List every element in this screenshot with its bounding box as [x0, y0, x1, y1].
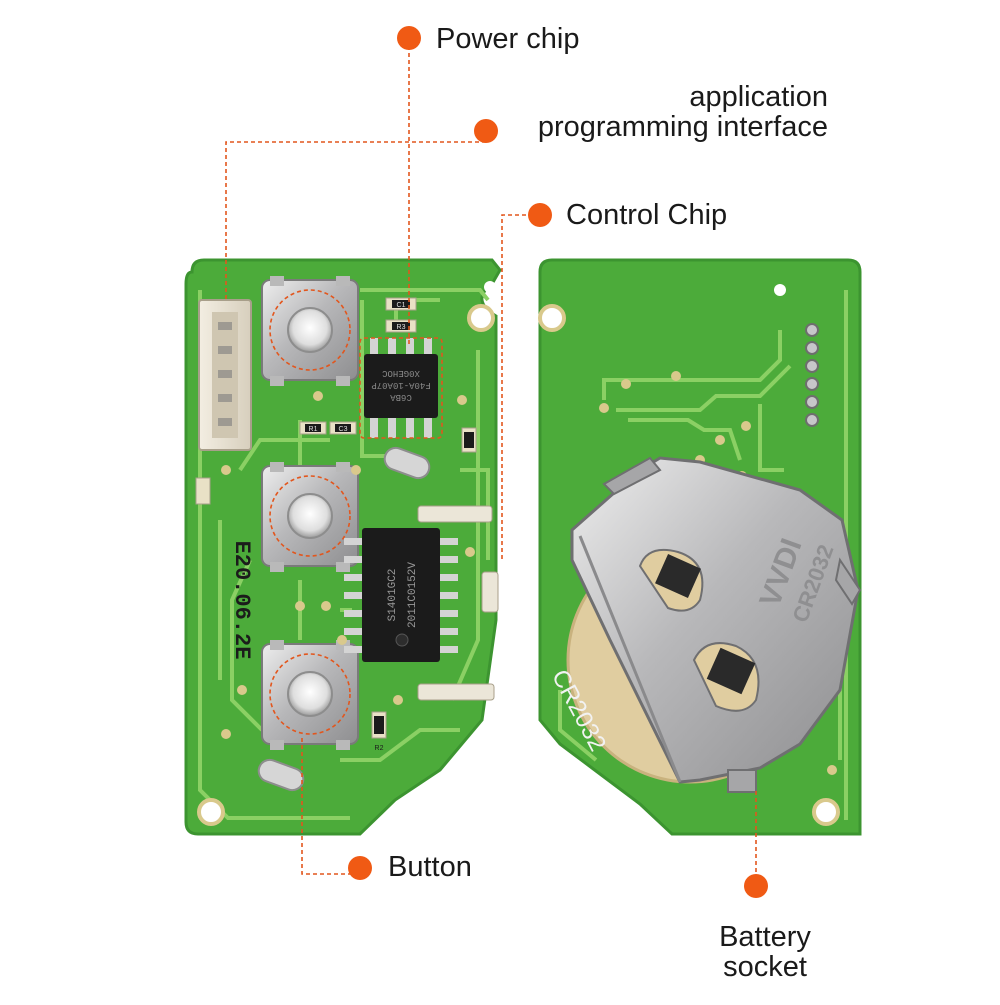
right-pcb-board: CR2032 VVDI CR2032: [538, 258, 862, 836]
tact-button-2: [261, 462, 359, 572]
oval-pad-left-1: [383, 446, 431, 480]
leader-control-chip: [501, 214, 540, 560]
label-api-line2: programming interface: [537, 111, 828, 143]
label-control-chip: Control Chip: [566, 199, 728, 231]
resistor-label-r2: R2: [375, 745, 384, 752]
label-battery-line1: Battery: [719, 921, 811, 953]
programming-connector: [198, 299, 252, 451]
label-power-chip: Power chip: [436, 23, 580, 55]
resistor-label-c3: C3: [339, 426, 348, 433]
right-small-hole: [774, 284, 786, 296]
power-chip-marking-3: X0GEHOC: [382, 368, 420, 378]
control-chip: S1401GC2 2011C0152V: [344, 528, 458, 662]
left-small-hole: [484, 281, 496, 293]
board-date-code: E20.06.2E: [229, 541, 254, 660]
leader-button: [301, 736, 352, 875]
left-vias: [221, 391, 475, 739]
tact-button-3: [261, 640, 359, 750]
label-button: Button: [388, 851, 472, 883]
left-pcb-board: C6BA F40A-10A07P X0GEHOC C1 R3 R1 C3: [184, 258, 502, 836]
left-mount-hole-bottom: [197, 798, 225, 826]
back-programming-pads: [805, 323, 819, 427]
power-chip-marking-2: F40A-10A07P: [371, 380, 430, 390]
resistor-label-c1: C1: [397, 302, 406, 309]
left-board-traces: [198, 288, 490, 820]
right-mount-hole-top: [538, 304, 566, 332]
label-battery-line2: socket: [723, 951, 807, 983]
power-chip-dot: [397, 26, 421, 50]
power-chip-marking-1: C6BA: [390, 392, 412, 402]
battery-dot: [744, 874, 768, 898]
control-chip-dot: [528, 203, 552, 227]
power-chip: C6BA F40A-10A07P X0GEHOC: [364, 338, 438, 438]
battery-holder: VVDI CR2032: [570, 456, 862, 793]
resistor-label-r3: R3: [397, 324, 406, 331]
tact-button-1: [261, 276, 359, 386]
resistor-label-r1: R1: [309, 426, 318, 433]
left-mount-hole-top: [467, 304, 495, 332]
callout-rings: [269, 289, 443, 735]
callout-dots: [348, 26, 768, 898]
right-mount-hole-bottom: [812, 798, 840, 826]
leader-api: [225, 141, 486, 300]
callout-leaders: [225, 46, 757, 886]
button-dot: [348, 856, 372, 880]
api-dot: [474, 119, 498, 143]
control-chip-marking-2: 2011C0152V: [407, 562, 419, 628]
label-api-line1: application: [689, 81, 828, 113]
control-chip-marking-1: S1401GC2: [387, 569, 399, 622]
